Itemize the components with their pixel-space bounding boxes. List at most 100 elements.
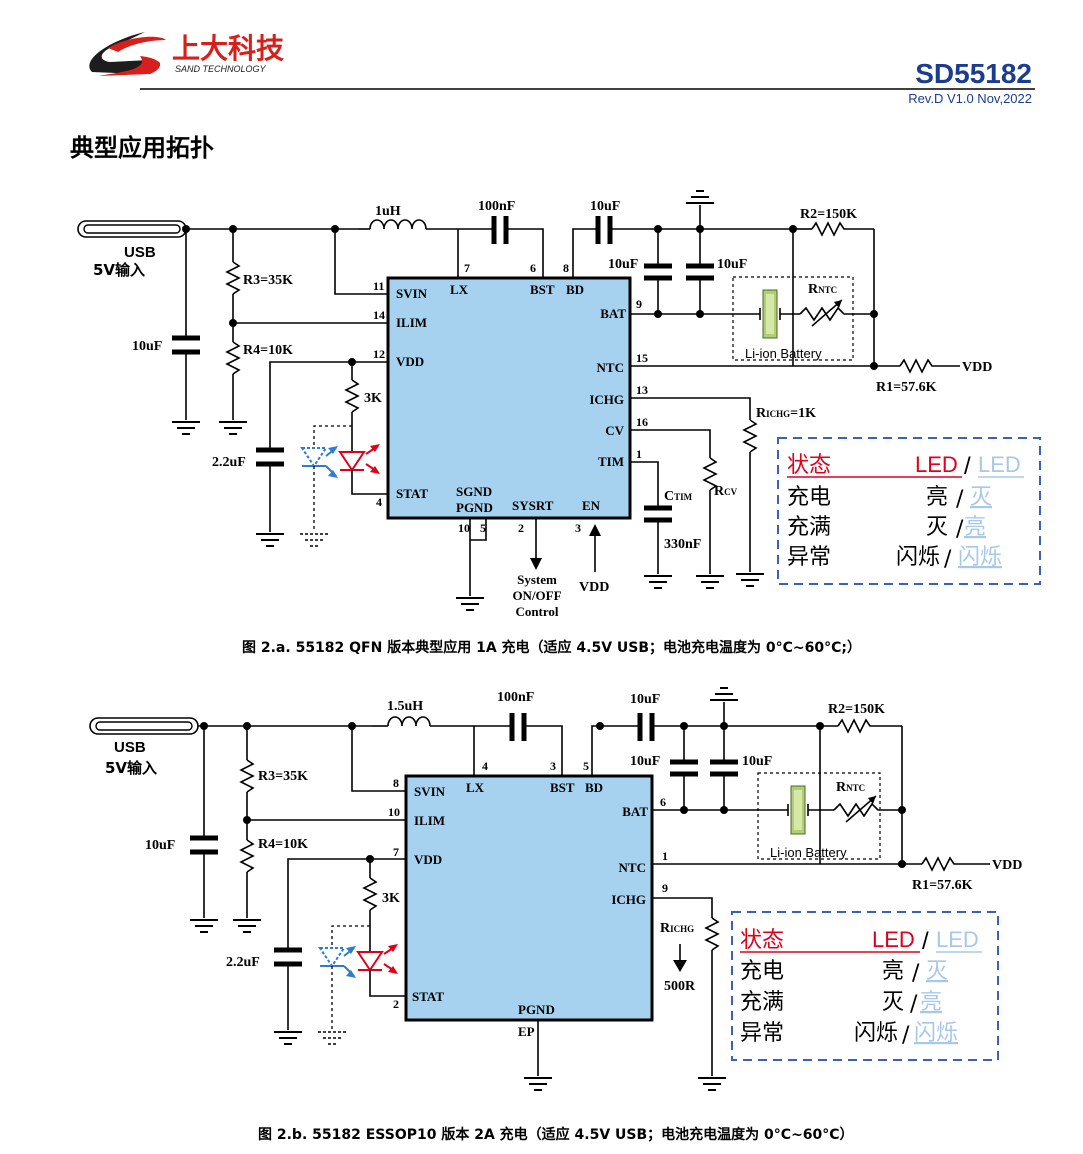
ic-body-a <box>386 276 632 520</box>
pin-ilim-a: ILIM <box>396 315 427 330</box>
en-vdd-label-a: VDD <box>579 580 609 595</box>
pin-lx-b: LX <box>466 780 485 795</box>
status-legend-b <box>731 911 999 1061</box>
pin-lx-a: LX <box>450 282 469 297</box>
r4-label-b: R4=10K <box>258 837 308 852</box>
pin-bst-b: BST <box>550 780 575 795</box>
r4-label-a: R4=10K <box>243 343 293 358</box>
pinnum-ichg-a: 13 <box>636 383 648 397</box>
r2-label-b: R2=150K <box>828 702 885 717</box>
ctim-label-a: CTIM <box>664 489 693 504</box>
pin-svin-b: SVIN <box>414 784 446 799</box>
legend-b-row2-red: 灭 <box>882 990 904 1015</box>
status-legend-a <box>777 437 1041 585</box>
legend-b-row3-blue: 闪烁 <box>914 1021 958 1046</box>
legend-a-state-header: 状态 <box>787 453 831 478</box>
pin-ep-b: EP <box>518 1024 535 1039</box>
red-led-icon-a <box>338 451 366 472</box>
blue-led-icon-b <box>318 947 346 968</box>
r3-label-a: R3=35K <box>243 273 293 288</box>
pin-ichg-a: ICHG <box>589 392 624 407</box>
vdd-cap-label-a: 2.2uF <box>212 455 246 470</box>
usb-label-b: USB <box>114 739 146 756</box>
legend-b-state-header: 状态 <box>740 928 784 953</box>
pinnum-sysrt-a: 2 <box>518 521 524 535</box>
pinnum-ichg-b: 9 <box>662 881 668 895</box>
legend-b-row2-blue: 亮 <box>920 990 942 1015</box>
legend-b-row1-state: 充电 <box>740 959 784 984</box>
section-title: 典型应用拓扑 <box>70 134 214 162</box>
pinnum-svin-a: 11 <box>373 279 384 293</box>
pinnum-bat-b: 6 <box>660 795 666 809</box>
bat-cap2-label-a: 10uF <box>717 257 747 272</box>
pin-bst-a: BST <box>530 282 555 297</box>
legend-a-row1-blue: 灭 <box>970 485 992 510</box>
richg-label-b: RICHG <box>660 921 694 936</box>
caption-b: 图 2.b. 55182 ESSOP10 版本 2A 充电（适应 4.5V US… <box>258 1126 854 1143</box>
legend-b-row2-slash: / <box>910 992 918 1017</box>
vdd-out-label-b: VDD <box>992 858 1022 873</box>
bd-cap-label-a: 10uF <box>590 199 620 214</box>
pinnum-bst-b: 3 <box>550 759 556 773</box>
pin-bat-b: BAT <box>622 804 648 819</box>
legend-b-row3-red: 闪烁 <box>854 1021 898 1046</box>
red-led-icon-b <box>356 951 384 972</box>
battery-icon-a <box>759 289 781 339</box>
legend-a-row2-state: 充满 <box>787 515 831 540</box>
pinnum-sgnd-a: 10 <box>458 521 470 535</box>
legend-a-row2-slash: / <box>956 517 964 542</box>
pinnum-ntc-a: 15 <box>636 351 648 365</box>
pin-vdd-a: VDD <box>396 354 424 369</box>
pin-ichg-b: ICHG <box>611 892 646 907</box>
r2-label-a: R2=150K <box>800 207 857 222</box>
pin-sgnd-a: SGND <box>456 484 492 499</box>
ic-body-b <box>404 774 654 1022</box>
legend-b-row1-red: 亮 <box>882 959 904 984</box>
ctim-value-a: 330nF <box>664 537 701 552</box>
legend-a-row3-slash: / <box>944 547 952 572</box>
r3-label-b: R3=35K <box>258 769 308 784</box>
legend-a-row3-blue: 闪烁 <box>958 545 1002 570</box>
pin-stat-b: STAT <box>412 989 444 1004</box>
pin-bd-b: BD <box>585 780 603 795</box>
legend-b-led-header: LED <box>872 927 915 952</box>
pinnum-cv-a: 16 <box>636 415 648 429</box>
pinnum-ilim-a: 14 <box>373 308 385 322</box>
input-cap-label-a: 10uF <box>132 339 162 354</box>
legend-a-led-header: LED <box>915 452 958 477</box>
legend-a-row1-red: 亮 <box>926 485 948 510</box>
pinnum-bd-b: 5 <box>583 759 589 773</box>
legend-a-row1-slash: / <box>956 487 964 512</box>
bat-cap1-label-b: 10uF <box>630 754 660 769</box>
legend-a-led2-header: LED <box>978 452 1021 477</box>
pinnum-bat-a: 9 <box>636 297 642 311</box>
schematic-b: USB 5V输入 10uF R3=35K R4=10K 1.5uH 100nF <box>89 687 1022 1143</box>
pinnum-vdd-a: 12 <box>373 347 385 361</box>
battery-label-a: Li-ion Battery <box>745 346 822 361</box>
r1-label-b: R1=57.6K <box>912 878 973 893</box>
input-cap-label-b: 10uF <box>145 838 175 853</box>
legend-b-row1-slash: / <box>912 961 920 986</box>
legend-a-row2-red: 灭 <box>926 515 948 540</box>
rcv-label-a: RCV <box>714 484 738 499</box>
pin-ilim-b: ILIM <box>414 813 445 828</box>
pin-sysrt-a: SYSRT <box>512 498 554 513</box>
pinnum-bd-a: 8 <box>563 261 569 275</box>
pin-tim-a: TIM <box>598 454 624 469</box>
vdd-out-label-a: VDD <box>962 360 992 375</box>
legend-b-row2-state: 充满 <box>740 990 784 1015</box>
pinnum-en-a: 3 <box>575 521 581 535</box>
pinnum-ntc-b: 1 <box>662 849 668 863</box>
legend-a-row2-blue: 亮 <box>964 515 986 540</box>
pinnum-tim-a: 1 <box>636 447 642 461</box>
pinnum-pgnd-a: 5 <box>480 521 486 535</box>
rntc-label-a: RNTC <box>808 282 837 297</box>
bst-cap-label-b: 100nF <box>497 690 534 705</box>
rntc-label-b: RNTC <box>836 780 865 795</box>
vdd-cap-label-b: 2.2uF <box>226 955 260 970</box>
company-name: 上大科技 <box>172 32 284 65</box>
pinnum-vdd-b: 7 <box>393 845 399 859</box>
pin-bat-a: BAT <box>600 306 626 321</box>
legend-a-row3-state: 异常 <box>787 545 831 570</box>
pin-pgnd-b: PGND <box>518 1002 555 1017</box>
